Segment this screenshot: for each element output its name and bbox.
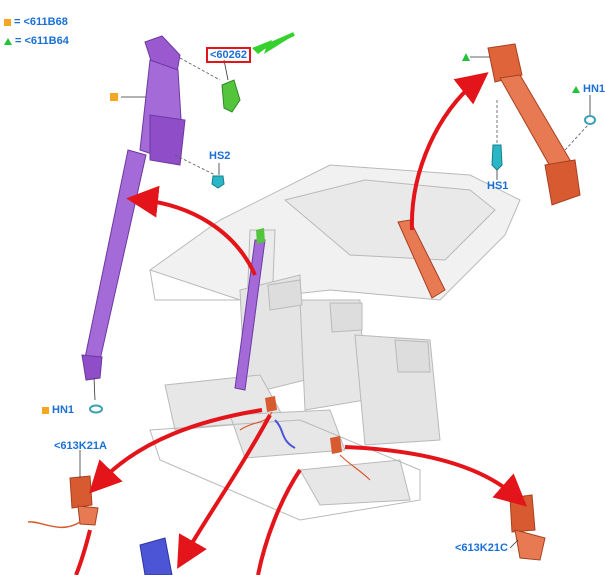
buckle-left-613k21a xyxy=(69,475,93,509)
headrest-right xyxy=(394,339,431,373)
seat-cushion-right xyxy=(299,459,411,506)
retractor-orange xyxy=(544,159,581,206)
callout-hn1-right: HN1 xyxy=(583,83,605,95)
triangle-marker-icon xyxy=(572,85,580,93)
callout-613k21c: <613K21C xyxy=(455,542,508,554)
buckle-right-613k21c xyxy=(509,494,536,533)
left-seatbelt-assembly xyxy=(81,35,186,414)
legend-triangle-icon xyxy=(4,37,12,45)
purple-buckle-bottom xyxy=(139,537,173,575)
leader-60262-label xyxy=(223,59,229,81)
arrow-to-buckle-right xyxy=(344,445,527,507)
buckle-left-bracket xyxy=(77,505,99,526)
arrow-down-mid xyxy=(256,468,302,575)
sunroof-glass xyxy=(283,179,496,261)
in-vehicle-green-cover xyxy=(256,228,265,244)
headrest-left xyxy=(267,279,303,311)
screw-hs2 xyxy=(211,175,225,189)
legend-triangle-row: = <611B64 xyxy=(4,35,69,47)
in-vehicle-wire-left xyxy=(239,411,273,431)
leader-hn1-right xyxy=(564,124,589,151)
callout-hn1-left: HN1 xyxy=(52,404,75,416)
in-vehicle-purple-buckle xyxy=(274,419,296,449)
headrest-mid xyxy=(329,302,363,333)
trim-cover-green xyxy=(221,79,241,113)
buckle-left-wire xyxy=(27,521,81,528)
leader-hs2 xyxy=(174,154,216,176)
belt-orange xyxy=(499,74,571,176)
buckle-right-bracket xyxy=(514,529,546,561)
callout-hn1-left-row: HN1 xyxy=(42,404,74,416)
lower-anchor-purple xyxy=(81,354,103,381)
arrow-down-left xyxy=(74,529,92,575)
legend-square-row: = <611B68 xyxy=(4,16,68,28)
in-vehicle-wire-mid xyxy=(339,454,371,481)
red-callout-arrows xyxy=(74,72,527,575)
floor xyxy=(149,419,421,521)
leader-hn1-left xyxy=(93,377,96,401)
belt-webbing-purple xyxy=(84,149,147,361)
leader-613k21c xyxy=(509,539,519,549)
legend-square-label: = <611B68 xyxy=(14,16,68,28)
callout-60262: <60262 xyxy=(206,47,252,63)
in-vehicle-buckle-left xyxy=(265,396,277,412)
in-vehicle-orange-belt xyxy=(397,219,446,299)
legend-triangle-label: = <611B64 xyxy=(15,35,69,47)
upper-anchor-orange xyxy=(487,43,523,83)
right-seatbelt-assembly xyxy=(462,43,596,206)
callout-613k21a: <613K21A xyxy=(54,440,107,452)
leader-60262 xyxy=(179,57,221,81)
arrow-to-buckle-left xyxy=(88,408,263,494)
legend-square-icon xyxy=(4,18,11,26)
in-vehicle-buckle-mid xyxy=(330,436,342,454)
arrow-to-right-belt xyxy=(409,72,489,231)
arrow-to-purple-buckle xyxy=(177,414,272,569)
square-marker-left xyxy=(110,93,118,101)
callout-hs1: HS1 xyxy=(487,180,509,192)
washer-hn1-left xyxy=(89,404,103,414)
square-marker-icon xyxy=(42,406,49,414)
arrow-to-left-belt xyxy=(126,185,257,276)
green-arrow-shaft xyxy=(261,32,295,50)
callout-hs2: HS2 xyxy=(209,150,231,162)
washer-hn1-right xyxy=(584,115,596,125)
triangle-marker-right xyxy=(462,53,470,61)
retractor-purple xyxy=(149,114,186,166)
screw-hs1 xyxy=(491,144,503,171)
callout-hn1-right-row: HN1 xyxy=(572,83,605,95)
